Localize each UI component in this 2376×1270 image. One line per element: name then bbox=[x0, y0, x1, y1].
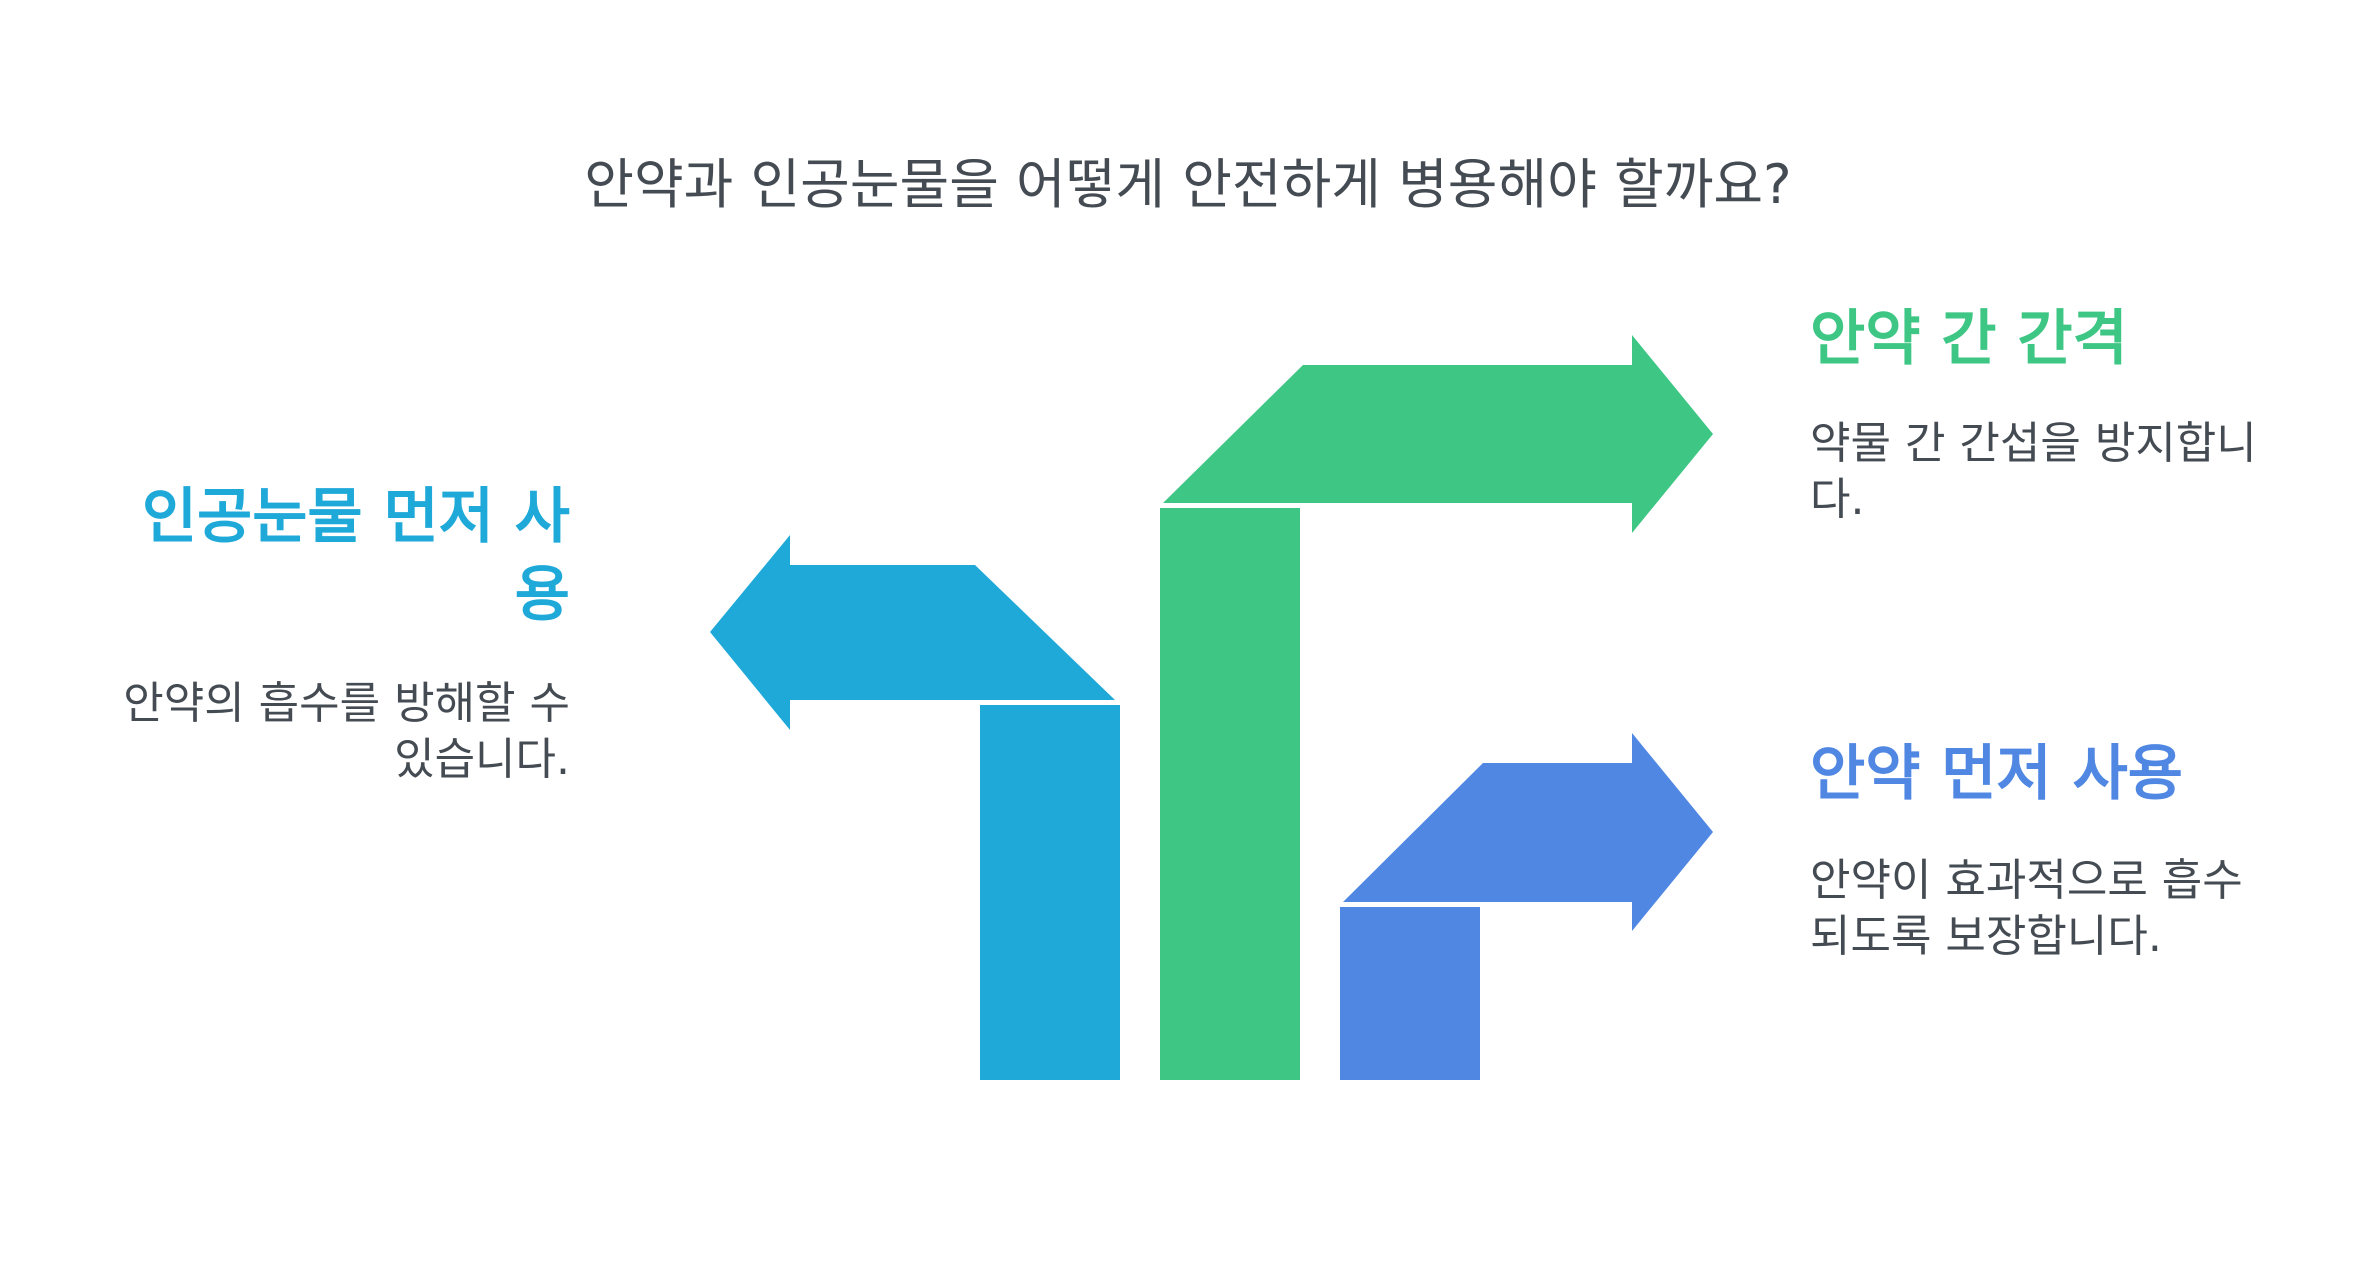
top-right-option-arrowhead bbox=[1163, 335, 1713, 533]
top-right-option-stem bbox=[1160, 508, 1300, 1080]
top-right-option-block: 안약 간 간격 약물 간 간섭을 방지합니다. bbox=[1810, 300, 2260, 528]
left-option-arrow bbox=[710, 535, 1120, 1080]
left-option-arrowhead bbox=[710, 535, 1115, 730]
left-option-description: 안약의 흡수를 방해할 수 있습니다. bbox=[123, 678, 570, 785]
top-right-option-arrow bbox=[1160, 335, 1713, 1080]
bottom-right-option-stem bbox=[1340, 907, 1480, 1080]
top-right-option-heading: 안약 간 간격 bbox=[1810, 304, 2128, 374]
top-right-option-description: 약물 간 간섭을 방지합니다. bbox=[1810, 418, 2257, 525]
bottom-right-option-arrow bbox=[1340, 733, 1713, 1080]
left-option-stem bbox=[980, 705, 1120, 1080]
page-title: 안약과 인공눈물을 어떻게 안전하게 병용해야 할까요? bbox=[584, 153, 1792, 216]
bottom-right-option-heading: 안약 먼저 사용 bbox=[1810, 739, 2183, 809]
bottom-right-option-description: 안약이 효과적으로 흡수되도록 보장합니다. bbox=[1810, 855, 2243, 962]
bottom-right-option-block: 안약 먼저 사용 안약이 효과적으로 흡수되도록 보장합니다. bbox=[1810, 735, 2260, 965]
left-option-block: 인공눈물 먼저 사용 안약의 흡수를 방해할 수 있습니다. bbox=[120, 478, 570, 788]
left-option-heading: 인공눈물 먼저 사용 bbox=[141, 482, 570, 630]
bottom-right-option-arrowhead bbox=[1343, 733, 1713, 931]
